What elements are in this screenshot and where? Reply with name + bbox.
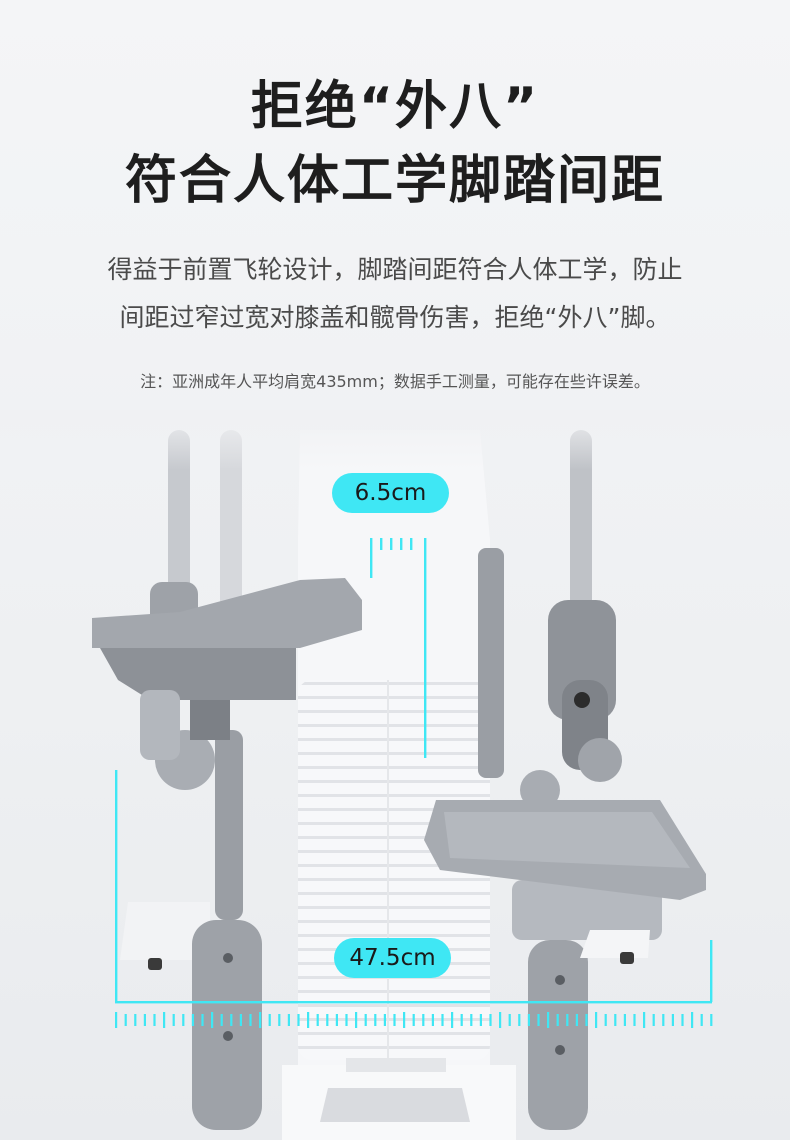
ruler-tick bbox=[633, 1014, 636, 1026]
ruler-tick bbox=[403, 1012, 406, 1028]
ruler-tick bbox=[153, 1014, 156, 1026]
ruler-tick bbox=[431, 1014, 434, 1026]
ruler-tick bbox=[681, 1014, 684, 1026]
description-line2: 间距过窄过宽对膝盖和髋骨伤害，拒绝“外八”脚。 bbox=[119, 303, 671, 332]
ruler-tick bbox=[335, 1014, 338, 1026]
ruler-tick bbox=[518, 1014, 521, 1026]
ruler-tick bbox=[307, 1012, 310, 1028]
ruler-tick bbox=[604, 1014, 607, 1026]
ruler-tick bbox=[652, 1014, 655, 1026]
ruler-tick bbox=[364, 1014, 367, 1026]
ruler-tick bbox=[191, 1014, 194, 1026]
ruler-tick bbox=[345, 1014, 348, 1026]
ruler-tick bbox=[575, 1014, 578, 1026]
ruler-tick bbox=[460, 1014, 463, 1026]
ruler-tick bbox=[287, 1014, 290, 1026]
ruler-tick bbox=[691, 1012, 694, 1028]
ruler-tick bbox=[470, 1014, 473, 1026]
ruler-ticks bbox=[115, 1012, 713, 1028]
ruler-tick bbox=[700, 1014, 703, 1026]
ruler-tick bbox=[614, 1014, 617, 1026]
ruler-tick bbox=[422, 1014, 425, 1026]
ruler-tick bbox=[172, 1014, 175, 1026]
ruler-tick bbox=[374, 1014, 377, 1026]
ruler-tick bbox=[585, 1014, 588, 1026]
pedal-gap-label: 6.5cm bbox=[332, 473, 449, 513]
ruler-tick bbox=[489, 1014, 492, 1026]
ruler-tick bbox=[499, 1012, 502, 1028]
ruler-tick bbox=[412, 1014, 415, 1026]
ruler-tick bbox=[326, 1014, 329, 1026]
ruler-tick bbox=[393, 1014, 396, 1026]
ruler-tick bbox=[239, 1014, 242, 1026]
right-pedal-assembly bbox=[424, 800, 706, 1130]
ruler-tick bbox=[163, 1012, 166, 1028]
ruler-tick bbox=[451, 1012, 454, 1028]
ruler-tick bbox=[566, 1014, 569, 1026]
pedal-gap-indicator bbox=[370, 538, 427, 758]
ruler-tick bbox=[556, 1014, 559, 1026]
ruler-tick bbox=[643, 1012, 646, 1028]
left-base bbox=[120, 902, 262, 1130]
ruler-tick bbox=[537, 1014, 540, 1026]
ruler-tick bbox=[134, 1014, 137, 1026]
ruler-tick bbox=[547, 1012, 550, 1028]
ruler-tick bbox=[595, 1012, 598, 1028]
pedal-span-indicator bbox=[115, 770, 713, 1028]
ruler-tick bbox=[441, 1014, 444, 1026]
ruler-tick bbox=[115, 1012, 118, 1028]
pedal-span-label: 47.5cm bbox=[334, 938, 451, 978]
ruler-tick bbox=[124, 1014, 127, 1026]
ruler-tick bbox=[662, 1014, 665, 1026]
ruler-tick bbox=[479, 1014, 482, 1026]
ruler-tick bbox=[671, 1014, 674, 1026]
ruler-tick bbox=[316, 1014, 319, 1026]
front-base bbox=[282, 1058, 516, 1140]
measurement-note: 注：亚洲成年人平均肩宽435mm；数据手工测量，可能存在些许误差。 bbox=[140, 372, 650, 391]
ruler-tick bbox=[259, 1012, 262, 1028]
ruler-tick bbox=[211, 1012, 214, 1028]
ruler-tick bbox=[182, 1014, 185, 1026]
ruler-tick bbox=[710, 1014, 713, 1026]
ruler-tick bbox=[527, 1014, 530, 1026]
ruler-tick bbox=[297, 1014, 300, 1026]
ruler-tick bbox=[220, 1014, 223, 1026]
ruler-tick bbox=[249, 1014, 252, 1026]
ruler-tick bbox=[143, 1014, 146, 1026]
ruler-tick bbox=[623, 1014, 626, 1026]
ruler-tick bbox=[508, 1014, 511, 1026]
ruler-tick bbox=[230, 1014, 233, 1026]
ruler-tick bbox=[383, 1014, 386, 1026]
headline-line1: 拒绝“外八” bbox=[250, 77, 540, 137]
ruler-tick bbox=[201, 1014, 204, 1026]
ruler-tick bbox=[268, 1014, 271, 1026]
headline-line2: 符合人体工学脚踏间距 bbox=[124, 151, 665, 211]
description-line1: 得益于前置飞轮设计，脚踏间距符合人体工学，防止 bbox=[107, 255, 683, 284]
ruler-tick bbox=[278, 1014, 281, 1026]
ruler-tick bbox=[355, 1012, 358, 1028]
